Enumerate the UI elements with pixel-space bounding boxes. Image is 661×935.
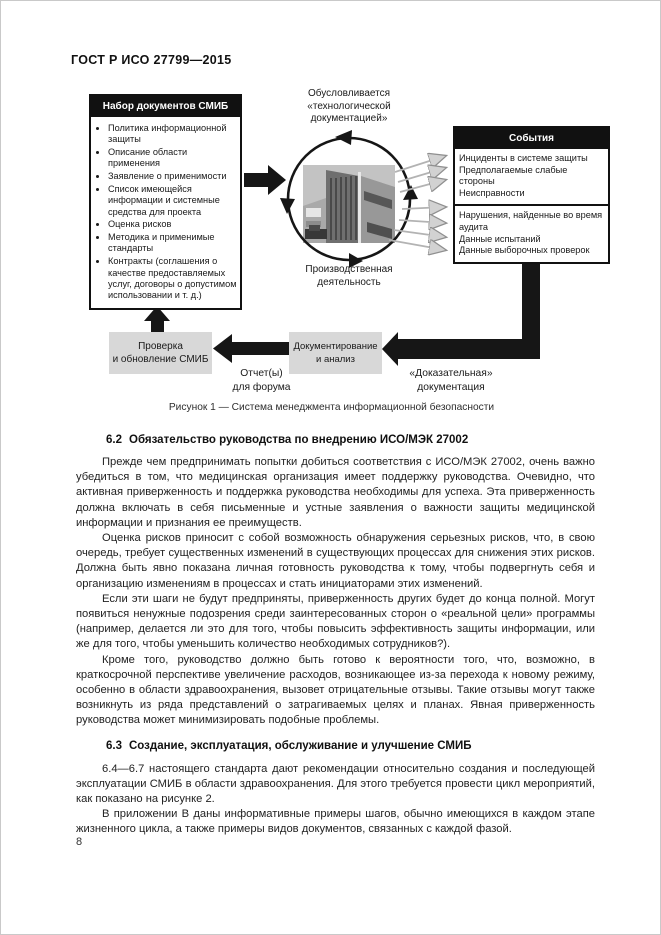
list-item: Методика и применимые стандарты: [108, 232, 237, 255]
cycle-arrowhead-left: [280, 198, 295, 214]
cycle-top-label: Обусловливается «технологической докумен…: [307, 88, 391, 124]
cycle-arrowhead-right: [403, 185, 418, 200]
cycle-bottom-label: Производственная деятельность: [305, 264, 393, 288]
report-for-forum-label: Отчет(ы) для форума: [232, 368, 291, 393]
arrow-docs-to-cycle: [244, 165, 286, 195]
list-item: Описание области применения: [108, 147, 237, 170]
list-item: Политика информационной защиты: [108, 123, 237, 146]
cycle-arrowhead-top: [335, 130, 352, 145]
list-item: Нарушения, найденные во время аудита: [459, 210, 603, 232]
section-title: Обязательство руководства по внедрению И…: [129, 434, 469, 446]
arrow-review-to-docs: [144, 306, 170, 334]
events-title: События: [455, 128, 608, 149]
monitoring-arrows: [388, 156, 445, 250]
smib-documents-box: Набор документов СМИБ Политика информаци…: [89, 94, 242, 310]
section-heading-6-3: 6.3 Создание, эксплуатация, обслуживание …: [106, 739, 595, 753]
body-text: 6.2 Обязательство руководства по внедрени…: [76, 433, 595, 838]
list-item: Заявление о применимости: [108, 171, 237, 182]
paragraph: Если эти шаги не будут предприняты, прив…: [76, 592, 595, 651]
document-header: ГОСТ Р ИСО 27799—2015: [71, 53, 232, 67]
paragraph: Прежде чем предпринимать попытки добитьс…: [76, 456, 595, 529]
paragraph: 6.4—6.7 настоящего стандарта дают рекоме…: [76, 762, 595, 806]
smib-documents-list: Политика информационной защитыОписание о…: [91, 117, 240, 307]
evidence-documentation-label: «Доказательная» документация: [409, 368, 493, 393]
section-heading-6-2: 6.2 Обязательство руководства по внедрени…: [106, 433, 595, 447]
paragraph: Кроме того, руководство должно быть гото…: [76, 653, 595, 727]
arrow-analysis-to-review: [213, 334, 289, 363]
page-number: 8: [76, 836, 83, 848]
list-item: Предполагаемые слабые стороны: [459, 164, 568, 187]
section-title: Создание, эксплуатация, обслуживание и у…: [129, 739, 472, 752]
smib-documents-title: Набор документов СМИБ: [91, 96, 240, 117]
list-item: Контракты (соглашения о качестве предост…: [108, 256, 237, 301]
list-item: Инциденты в системе защиты: [459, 153, 588, 163]
list-item: Список имеющейся информации и системные …: [108, 184, 237, 218]
list-item: Данные испытаний: [459, 233, 541, 244]
production-building-photo: [303, 165, 395, 243]
paragraph: Оценка рисков приносит с собой возможнос…: [76, 532, 595, 590]
review-update-box: Проверка и обновление СМИБ: [109, 332, 212, 374]
figure-caption: Рисунок 1 — Система менеджмента информац…: [168, 402, 495, 413]
paragraph: В приложении В даны информативные пример…: [76, 808, 595, 836]
section-number: 6.3: [106, 739, 122, 752]
production-cycle-arrows: [280, 130, 418, 268]
section-number: 6.2: [106, 434, 122, 446]
list-item: Оценка рисков: [108, 219, 237, 230]
list-item: Данные выборочных проверок: [459, 245, 590, 256]
list-item: Неисправности: [459, 187, 525, 198]
arrow-events-to-analysis: [382, 258, 540, 366]
documentation-analysis-box: Документирование и анализ: [289, 332, 382, 374]
cycle-arrowhead-bottom: [349, 253, 363, 268]
